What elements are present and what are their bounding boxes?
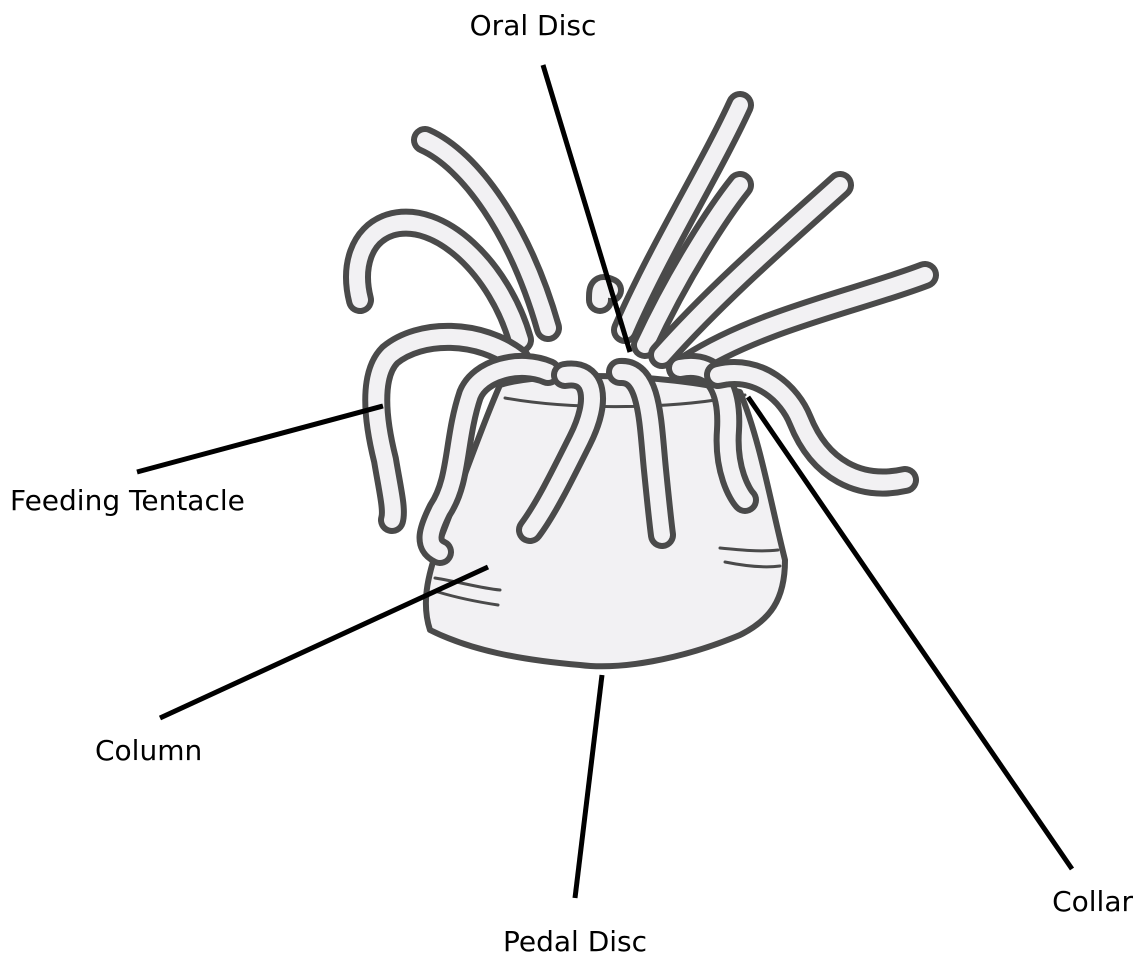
oral-disc-label: Oral Disc <box>470 9 597 42</box>
column-label: Column <box>95 734 202 767</box>
pedal-disc-label: Pedal Disc <box>503 925 647 956</box>
feeding-tentacle-label: Feeding Tentacle <box>10 484 245 517</box>
column-leader <box>160 567 488 718</box>
pedal-disc-leader <box>575 675 602 898</box>
feeding-tentacle-leader <box>137 406 383 472</box>
collar-label: Collar <box>1052 885 1133 918</box>
